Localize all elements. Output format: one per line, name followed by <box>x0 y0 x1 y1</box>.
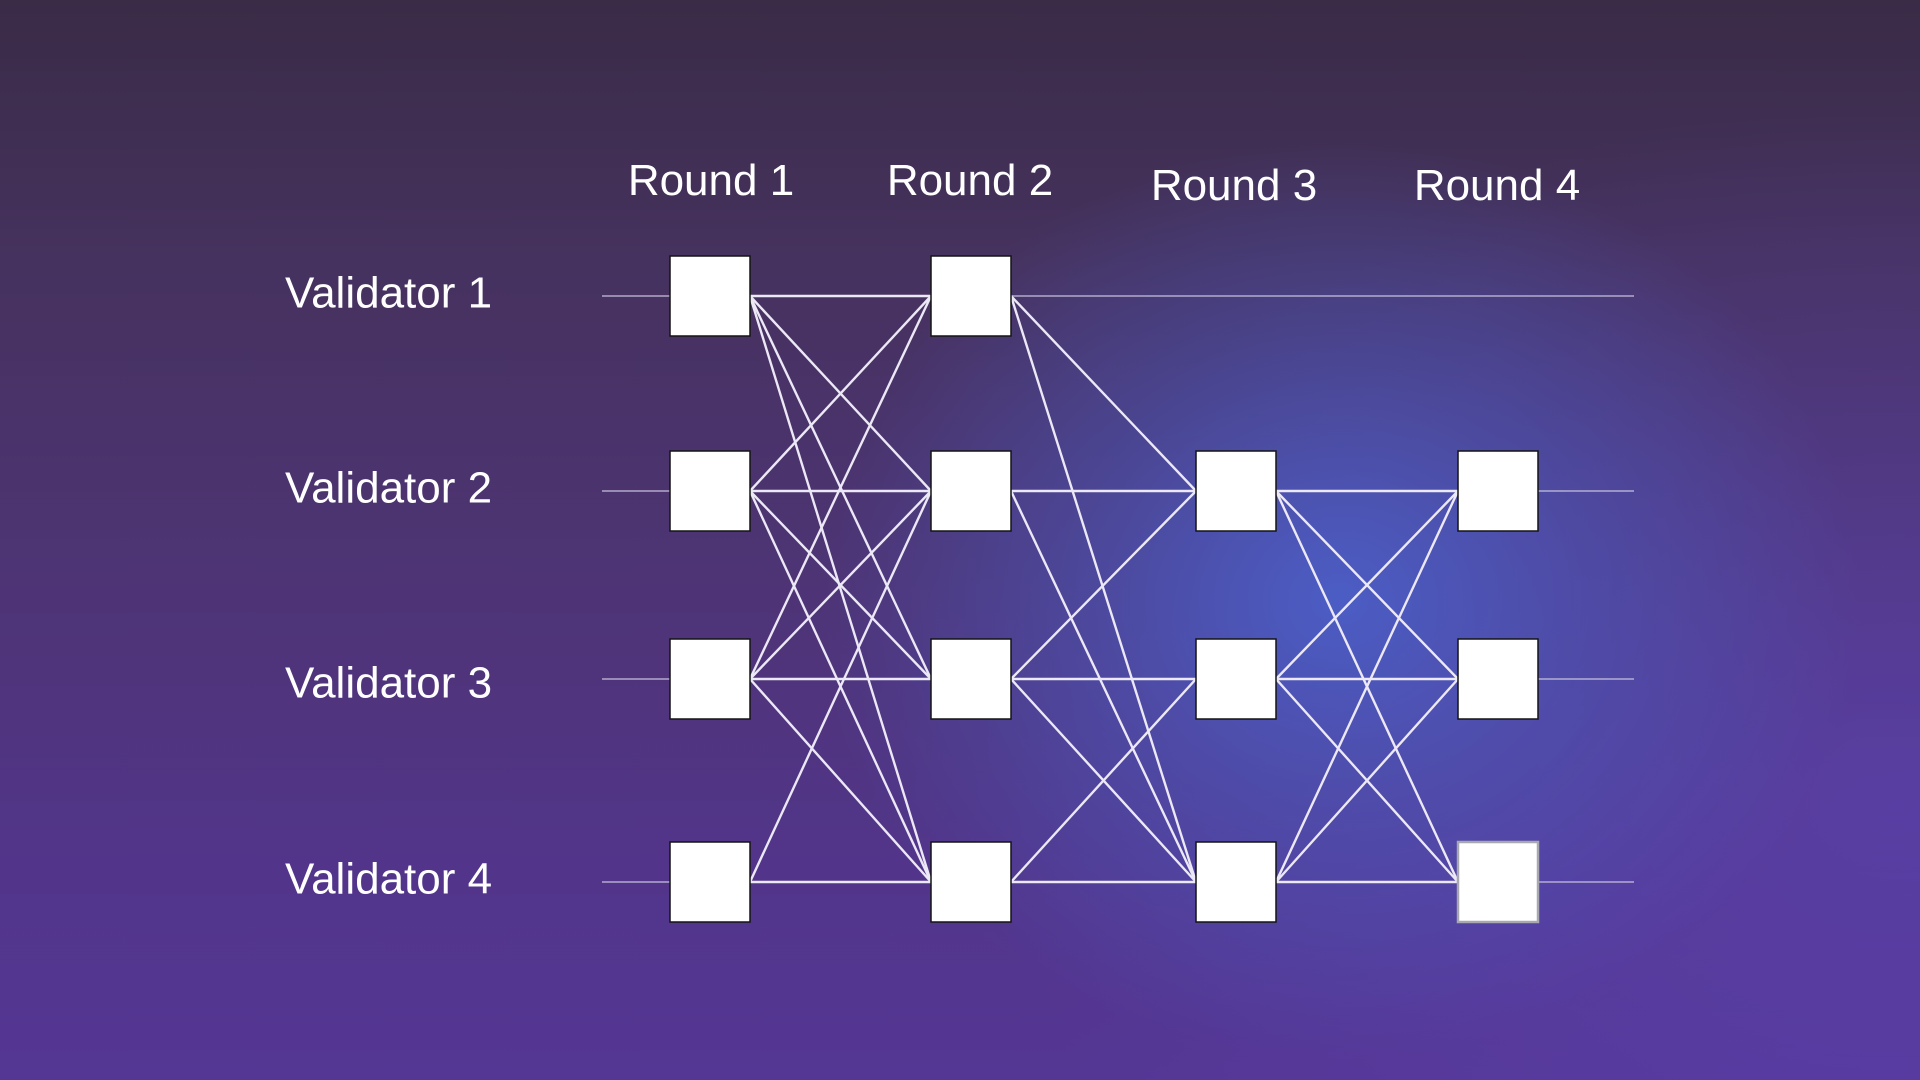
round-1-label: Round 1 <box>628 156 794 205</box>
vertex-round-2-validator-3 <box>930 638 1012 720</box>
validator-lanes <box>602 295 1634 883</box>
edge-r2v3-r3v2 <box>1010 490 1197 680</box>
dag-edges <box>748 294 1460 884</box>
vertex-round-2-validator-4 <box>930 841 1012 923</box>
edge-r3v4-r4v2 <box>1274 490 1460 883</box>
dag-vertices <box>669 255 1540 924</box>
round-3-label: Round 3 <box>1151 161 1317 210</box>
edge-r3v3-r4v2 <box>1275 490 1459 680</box>
validator-2-label: Validator 2 <box>285 464 492 513</box>
vertex-round-2-validator-1 <box>930 255 1012 337</box>
round-2-label: Round 2 <box>887 156 1053 205</box>
validator-1-label: Validator 1 <box>285 269 492 318</box>
edge-r1v3-r2v1 <box>748 295 933 680</box>
vertex-round-1-validator-4 <box>669 841 751 923</box>
vertex-round-4-validator-3 <box>1457 638 1539 720</box>
vertex-round-1-validator-1 <box>669 255 751 337</box>
vertex-round-1-validator-2 <box>669 450 751 532</box>
vertex-round-4-validator-2 <box>1457 450 1539 532</box>
vertex-round-1-validator-3 <box>669 638 751 720</box>
edge-r2v2-r3v4 <box>1009 490 1198 883</box>
vertex-round-4-validator-4 <box>1456 840 1540 924</box>
edge-r1v2-r2v1 <box>749 295 932 492</box>
edge-r2v4-r3v3 <box>1010 678 1197 883</box>
validator-3-label: Validator 3 <box>285 659 492 708</box>
vertex-round-3-validator-2 <box>1195 450 1277 532</box>
vertex-round-2-validator-2 <box>930 450 1012 532</box>
round-4-label: Round 4 <box>1414 161 1580 210</box>
edge-r1v4-r2v2 <box>748 490 933 883</box>
vertex-round-3-validator-4 <box>1195 841 1277 923</box>
edge-r1v3-r2v4 <box>749 678 932 883</box>
edge-r2v1-r3v4 <box>1009 295 1198 883</box>
edge-r2v1-r3v2 <box>1010 295 1197 492</box>
edge-r1v1-r2v4 <box>748 295 933 883</box>
edge-r1v3-r2v2 <box>749 490 932 680</box>
vertex-round-3-validator-3 <box>1195 638 1277 720</box>
edge-r3v4-r4v3 <box>1275 678 1459 883</box>
validator-4-label: Validator 4 <box>285 855 492 904</box>
